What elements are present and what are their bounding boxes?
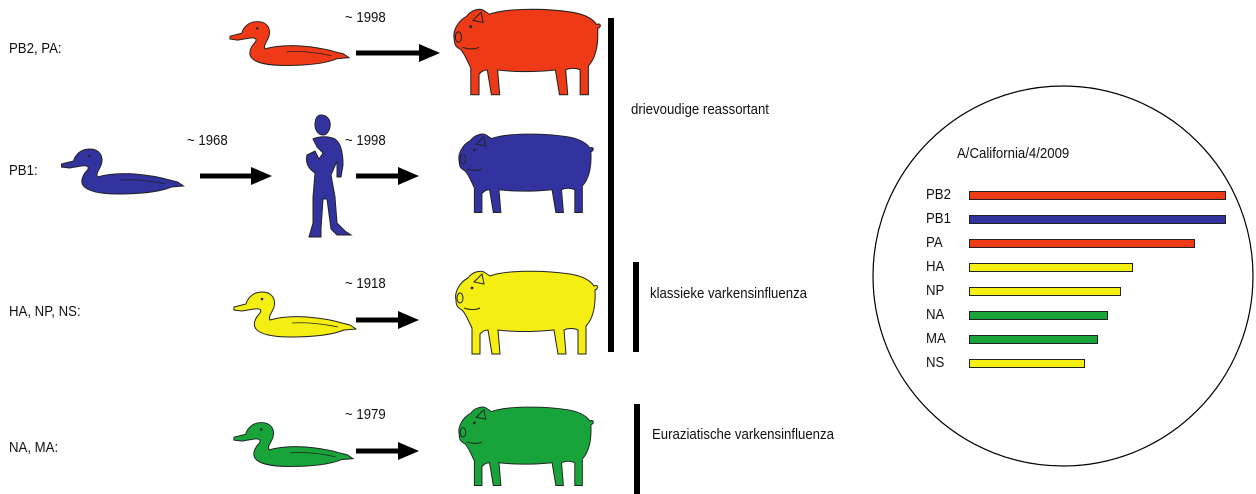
segment-label-na: NA — [926, 307, 944, 323]
duck-icon — [234, 292, 356, 337]
segment-bar-na — [969, 311, 1108, 320]
duck-icon — [234, 423, 353, 467]
bracket-eurasian-swine — [634, 404, 640, 494]
segment-label-pb2: PB2 — [926, 187, 951, 203]
segment-label-ha: HA — [926, 259, 944, 275]
duck-icon — [230, 22, 349, 66]
segment-label-ns: NS — [926, 355, 944, 371]
pig-icon — [456, 271, 598, 354]
arrow-green-to-pig — [356, 442, 419, 460]
arrow-blue-to-human — [200, 167, 272, 185]
segment-bar-ma — [969, 335, 1098, 344]
segment-bar-np — [969, 287, 1121, 296]
arrow-blue-to-pig — [356, 167, 419, 185]
pig-icon — [459, 134, 593, 212]
pig-icon — [454, 9, 600, 94]
segment-bar-pb2 — [969, 191, 1226, 200]
duck-icon — [62, 149, 184, 194]
human-icon — [306, 115, 351, 237]
strain-title: A/California/4/2009 — [957, 145, 1069, 162]
segment-label-ma: MA — [926, 331, 946, 347]
segment-label-np: NP — [926, 283, 944, 299]
segment-bar-pa — [969, 239, 1195, 248]
segment-label-pa: PA — [926, 235, 943, 251]
segment-bar-ha — [969, 263, 1133, 272]
arrow-yellow-to-pig — [356, 311, 419, 329]
bracket-classic-swine — [633, 262, 639, 352]
segment-label-pb1: PB1 — [926, 211, 951, 227]
pig-icon — [459, 407, 593, 485]
segment-bar-ns — [969, 359, 1085, 368]
bracket-triple-reassortant — [608, 18, 614, 352]
segment-bar-pb1 — [969, 215, 1226, 224]
strain-circle — [873, 86, 1253, 466]
arrow-red-to-pig — [356, 44, 440, 62]
